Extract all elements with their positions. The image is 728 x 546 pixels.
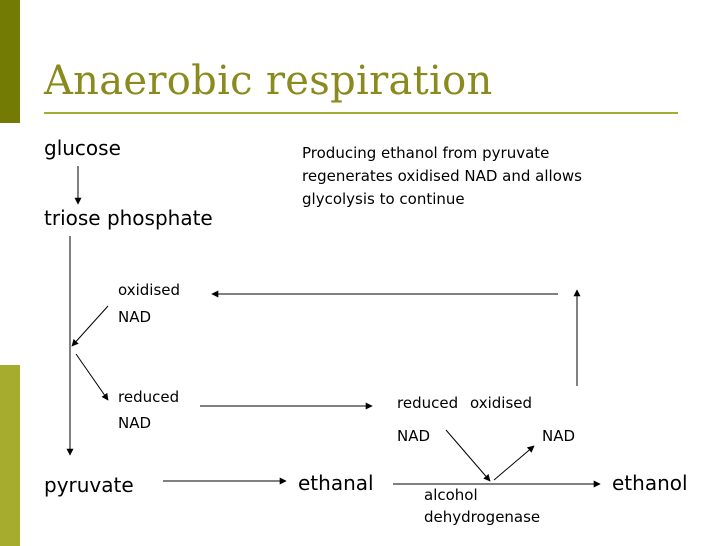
- oxidised-nad-left-line-1: oxidised: [118, 281, 181, 299]
- node-ethanol: ethanol: [612, 471, 688, 495]
- node-triose-phosphate: triose phosphate: [44, 206, 213, 230]
- arrow-oxidised-nad-in: [71, 305, 109, 347]
- sidebar-bottom-band: [0, 365, 20, 546]
- explanation-note: Producing ethanol from pyruvate regenera…: [302, 142, 582, 211]
- oxidised-nad-right-line-2: NAD: [542, 427, 576, 445]
- reduced-nad-left-line-2: NAD: [118, 414, 152, 432]
- reduced-nad-right-line-1: reduced: [397, 394, 459, 412]
- sidebar-top-band: [0, 0, 20, 123]
- slide-title: Anaerobic respiration: [44, 58, 493, 104]
- arrow-reduced-nad-out: [75, 353, 109, 401]
- node-pyruvate: pyruvate: [44, 473, 134, 497]
- enzyme-line-1: alcohol: [424, 486, 478, 504]
- note-line-2: regenerates oxidised NAD and allows: [302, 167, 582, 185]
- oxidised-nad-right-line-1: oxidised: [470, 394, 533, 412]
- enzyme-line-2: dehydrogenase: [424, 508, 541, 526]
- reduced-nad-left-line-1: reduced: [118, 388, 180, 406]
- node-glucose: glucose: [44, 136, 121, 160]
- title-underline: [44, 112, 678, 114]
- node-ethanal: ethanal: [298, 471, 374, 495]
- note-line-1: Producing ethanol from pyruvate: [302, 144, 550, 162]
- arrow-nad-down: [445, 429, 491, 482]
- sidebar-gap: [0, 123, 20, 365]
- reduced-nad-right-line-2: NAD: [397, 427, 431, 445]
- arrow-nad-up: [493, 445, 535, 481]
- note-line-3: glycolysis to continue: [302, 190, 465, 208]
- oxidised-nad-left-line-2: NAD: [118, 308, 152, 326]
